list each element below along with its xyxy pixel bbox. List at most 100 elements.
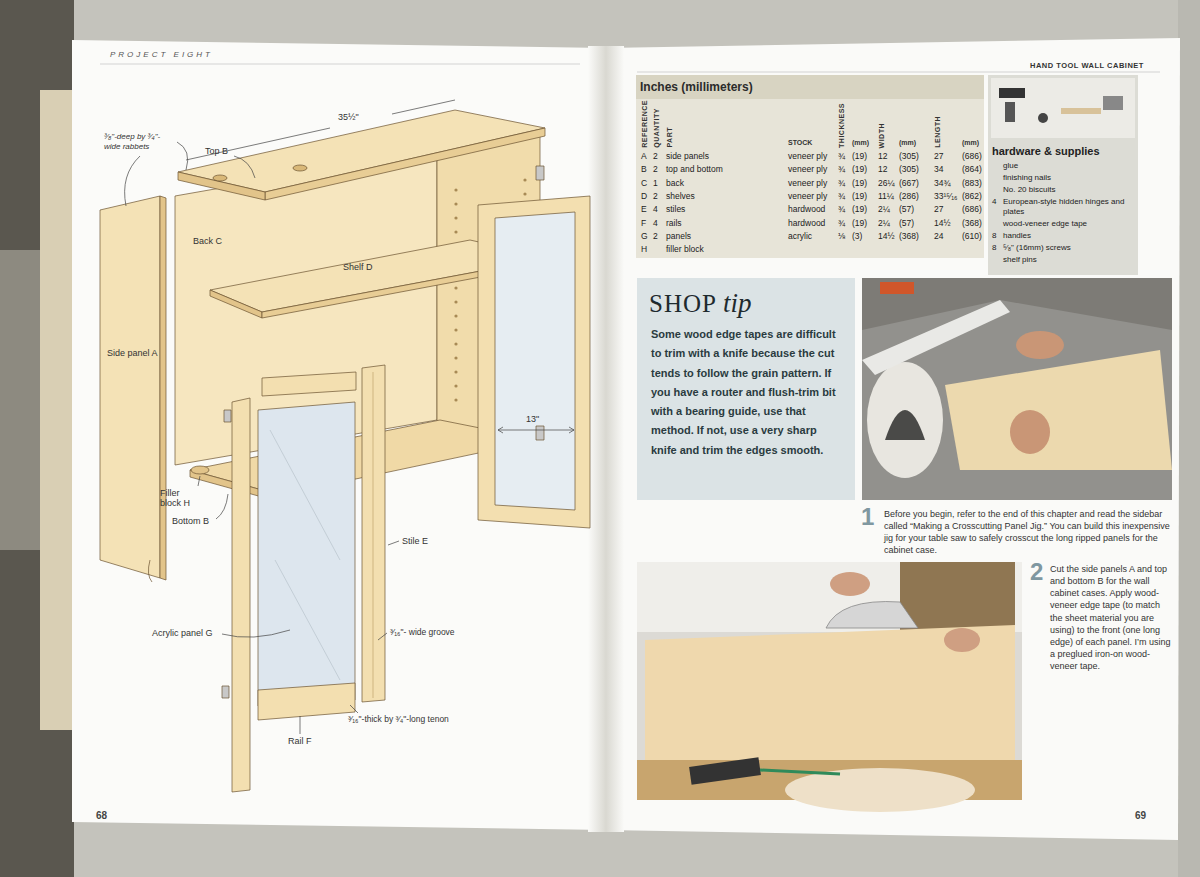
photo-detail: [1061, 108, 1101, 114]
table-cell: 11¼: [878, 192, 894, 202]
drawing-rect: [689, 757, 761, 785]
column-header: QUANTITY: [653, 108, 661, 148]
column-header: REFERENCE: [641, 100, 649, 148]
table-cell: ⅛: [838, 232, 845, 242]
table-cell: 4: [653, 205, 658, 215]
table-cell: (19): [852, 152, 867, 162]
drawing-circle: [523, 178, 526, 181]
running-header: HAND TOOL WALL CABINET: [1030, 62, 1144, 71]
table-cell: (19): [852, 165, 867, 175]
side-panel-edge: [160, 196, 166, 580]
drawing-ellipse: [1010, 410, 1050, 454]
table-cell: (368): [899, 232, 919, 242]
right-stile: [362, 365, 385, 702]
page-edges: [40, 90, 72, 730]
ironing-photo: [637, 562, 1022, 812]
table-cell: 27: [934, 152, 943, 162]
table-cell: (305): [899, 152, 919, 162]
drawing-circle: [454, 384, 457, 387]
saw-photo: [862, 278, 1172, 500]
photo-detail: [1038, 113, 1048, 123]
table-cell: veneer ply: [788, 165, 827, 175]
bottom-rail: [258, 683, 355, 720]
page-number: 69: [1135, 810, 1146, 822]
callout-note: ³⁄₁₆"- wide groove: [390, 628, 455, 638]
table-cell: (57): [899, 219, 914, 229]
drawing-rect: [880, 282, 914, 294]
table-cell: H: [641, 245, 647, 255]
tip-heading: SHOP: [649, 290, 717, 317]
hinge: [536, 166, 544, 180]
table-cell: filler block: [666, 245, 704, 255]
dimension-line: [186, 128, 330, 160]
table-cell: C: [641, 179, 647, 189]
table-cell: 33¹⁵⁄₁₆: [934, 192, 958, 202]
drawing-path: [826, 602, 918, 628]
table-cell: ¾: [838, 192, 845, 202]
shelf-edge: [210, 290, 262, 318]
table-cell: (286): [899, 192, 919, 202]
drawing-circle: [523, 192, 526, 195]
table-cell: (19): [852, 205, 867, 215]
dimension-arrows: [498, 427, 574, 433]
drawing-circle: [454, 328, 457, 331]
table-cell: hardwood: [788, 219, 825, 229]
photo-detail: [1103, 96, 1123, 110]
photo-detail: [991, 78, 1135, 138]
drawing-circle: [454, 398, 457, 401]
hinge: [222, 686, 229, 698]
column-header: PART: [666, 127, 674, 148]
column-header: WIDTH: [878, 123, 886, 148]
drawing-circle: [454, 314, 457, 317]
column-header: LENGTH: [934, 116, 942, 148]
hinge: [224, 410, 231, 422]
leader-line: [300, 716, 301, 734]
table-cell: 2¼: [878, 219, 890, 229]
table-cell: G: [641, 232, 648, 242]
table-cell: back: [666, 179, 684, 189]
leader-line: [388, 541, 399, 545]
drawing-rect: [862, 278, 1172, 500]
left-background: [0, 0, 74, 877]
right-door-frame: [478, 196, 590, 528]
table-cell: ¾: [838, 205, 845, 215]
table-cell: (686): [962, 152, 982, 162]
callout-note: ³⁄₁₆"-thick by ³⁄₄"-long tenon: [348, 715, 449, 725]
column-header: THICKNESS: [838, 103, 846, 148]
tip-heading-line: SHOPtip: [637, 278, 855, 325]
table-cell: 2: [653, 192, 658, 202]
callout-note: ³⁄₈"-deep by ³⁄₄"-wide rabbets: [104, 132, 176, 151]
dimension-label: 13": [526, 414, 539, 424]
cabinet-illustration: [100, 110, 590, 792]
table-cell: (667): [899, 179, 919, 189]
groove-line: [373, 372, 374, 698]
table-cell: stiles: [666, 205, 685, 215]
leader-line: [378, 633, 387, 640]
drawing-rect: [637, 562, 1022, 800]
part-label: Back C: [193, 236, 222, 246]
table-cell: 34¾: [934, 179, 951, 189]
drawing-circle: [454, 370, 457, 373]
supply-quantity: 4: [992, 197, 996, 207]
right-door-acrylic: [495, 212, 575, 510]
filler-block: [191, 466, 209, 474]
step-text: Before you begin, refer to the end of th…: [884, 508, 1170, 557]
supply-item: handles: [1003, 231, 1133, 241]
table-cell: (686): [962, 205, 982, 215]
step-number: 2: [1030, 558, 1043, 586]
table-cell: veneer ply: [788, 179, 827, 189]
drawing-circle: [454, 356, 457, 359]
part-label: Side panel A: [107, 348, 158, 358]
part-label: Shelf D: [343, 262, 373, 272]
table-cell: 27: [934, 205, 943, 215]
dimension-line: [392, 100, 455, 114]
table-cell: 12: [878, 165, 887, 175]
part-label: Acrylic panel G: [152, 628, 213, 638]
column-header: STOCK: [788, 139, 812, 147]
table-cell: ¾: [838, 152, 845, 162]
table-cell: top and bottom: [666, 165, 723, 175]
part-label: Stile E: [402, 536, 428, 546]
step-number: 1: [861, 503, 874, 531]
drawing-polygon: [862, 300, 1010, 375]
